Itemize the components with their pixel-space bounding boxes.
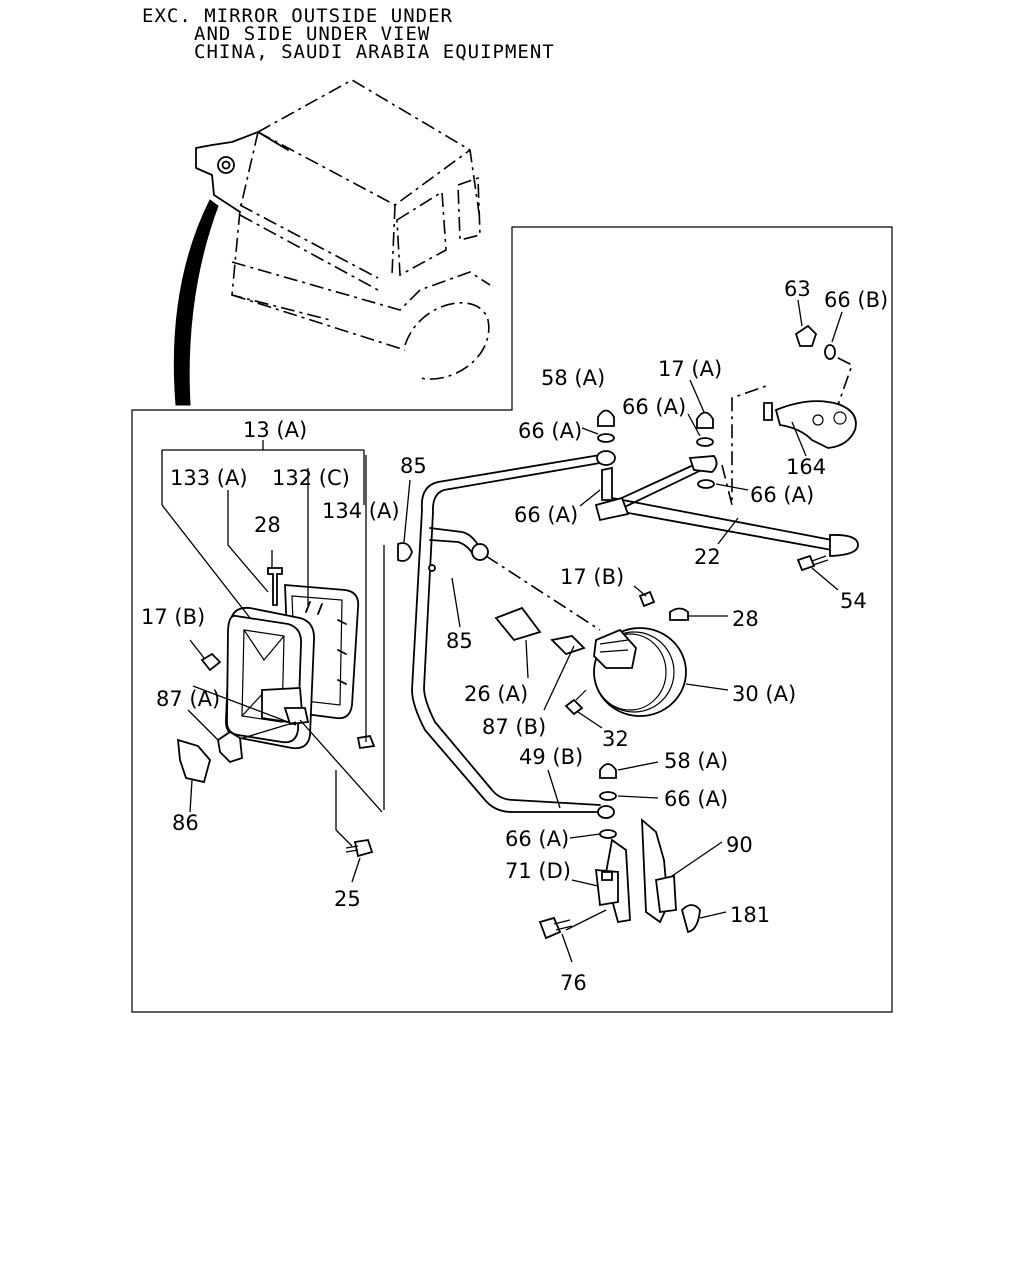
callout-17A: 17 (A) — [658, 357, 722, 381]
callout-66A-mid-left: 66 (A) — [514, 503, 578, 527]
left-small-parts — [176, 455, 413, 858]
callout-66A-upper-center: 66 (A) — [622, 395, 686, 419]
callout-49B: 49 (B) — [519, 745, 583, 769]
callout-66A-lower-right: 66 (A) — [664, 787, 728, 811]
callout-164: 164 — [786, 455, 826, 479]
callout-87A: 87 (A) — [156, 687, 220, 711]
callout-133A: 133 (A) — [170, 466, 248, 490]
leader-lines — [161, 299, 843, 963]
callout-132C: 132 (C) — [272, 466, 350, 490]
callout-85-bottom: 85 — [446, 629, 473, 653]
callout-85-top: 85 — [400, 454, 427, 478]
callout-labels: 13 (A) 133 (A) 132 (C) 134 (A) 28 17 (B)… — [141, 277, 888, 995]
callout-71D: 71 (D) — [505, 859, 571, 883]
callout-66B: 66 (B) — [824, 288, 888, 312]
convex-mirror — [494, 590, 689, 717]
stay-rods — [411, 450, 616, 819]
callout-17B-left: 17 (B) — [141, 605, 205, 629]
callout-76: 76 — [560, 971, 587, 995]
diagram-header: EXC. MIRROR OUTSIDE UNDER AND SIDE UNDER… — [142, 5, 555, 63]
header-line-3: CHINA, SAUDI ARABIA EQUIPMENT — [194, 41, 555, 63]
callout-66A-right: 66 (A) — [750, 483, 814, 507]
callout-87B: 87 (B) — [482, 715, 546, 739]
bracket-164 — [763, 357, 857, 449]
callout-90: 90 — [726, 833, 753, 857]
fasteners — [597, 324, 836, 839]
callout-30A: 30 (A) — [732, 682, 796, 706]
mounting-brackets — [538, 817, 701, 940]
callout-66A-upper-left: 66 (A) — [518, 419, 582, 443]
callout-181: 181 — [730, 903, 770, 927]
mirror-head-assembly — [192, 584, 383, 813]
callout-22: 22 — [694, 545, 721, 569]
brace-assembly — [594, 385, 859, 557]
callout-58A-top: 58 (A) — [541, 366, 605, 390]
header-line-2: AND SIDE UNDER VIEW — [194, 23, 430, 45]
truck-cab-overview — [173, 79, 491, 406]
callout-28-left: 28 — [254, 513, 281, 537]
callout-26A: 26 (A) — [464, 682, 528, 706]
callout-66A-lower-left: 66 (A) — [505, 827, 569, 851]
callout-25: 25 — [334, 887, 361, 911]
callout-58A-lower: 58 (A) — [664, 749, 728, 773]
callout-17B-right: 17 (B) — [560, 565, 624, 589]
callout-28-right: 28 — [732, 607, 759, 631]
callout-32: 32 — [602, 727, 629, 751]
callout-63: 63 — [784, 277, 811, 301]
callout-13A: 13 (A) — [243, 418, 307, 442]
callout-134A: 134 (A) — [322, 499, 400, 523]
detail-frame — [131, 226, 893, 1013]
callout-54: 54 — [840, 589, 867, 613]
header-line-1: EXC. MIRROR OUTSIDE UNDER — [142, 5, 453, 27]
callout-86: 86 — [172, 811, 199, 835]
